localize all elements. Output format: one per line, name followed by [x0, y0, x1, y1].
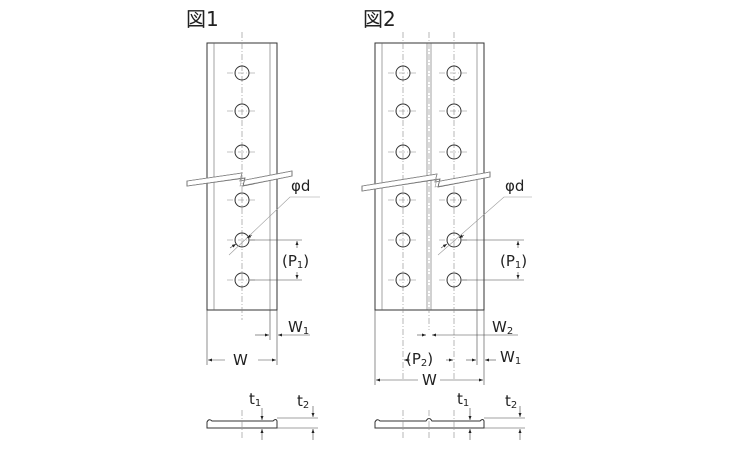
pitch-p1-label: (P1): [500, 252, 527, 271]
thickness-t2-label: t2: [297, 392, 309, 411]
hole: [234, 65, 250, 81]
hole: [446, 65, 462, 81]
hole: [395, 65, 411, 81]
hole-diameter-label: φd: [291, 177, 310, 195]
strip-plate-double: [361, 32, 491, 380]
width-w-label: W: [422, 371, 437, 389]
thickness-t1-label: t1: [457, 390, 469, 409]
figure-1-title: 図1: [186, 7, 219, 31]
hole: [234, 103, 250, 119]
hole-diameter-label: φd: [505, 177, 524, 195]
edge-width-w1-label: W1: [288, 318, 309, 337]
hole: [446, 144, 462, 160]
hole: [234, 144, 250, 160]
hole: [234, 232, 250, 248]
hole: [395, 103, 411, 119]
strip-plate-single: [186, 32, 293, 320]
groove-width-w2-label: W2: [492, 318, 513, 337]
hole: [446, 103, 462, 119]
thickness-t2-label: t2: [505, 392, 517, 411]
hole: [395, 192, 411, 208]
pitch-p1-label: (P1): [282, 252, 309, 271]
pitch-p2-label: (P2): [406, 350, 433, 369]
hole: [395, 272, 411, 288]
figure-2-title: 図2: [363, 7, 396, 31]
hole: [446, 232, 462, 248]
hole: [446, 192, 462, 208]
hole: [446, 272, 462, 288]
edge-width-w1-label: W1: [500, 348, 521, 367]
figure-1: 図1 φd (P1) W1 W: [186, 7, 320, 440]
cross-section-single: t1 t2: [206, 390, 318, 440]
figure-2: 図2 φd (P1) W2 (P2): [361, 7, 532, 440]
hole: [395, 144, 411, 160]
hole: [395, 232, 411, 248]
cross-section-double: t1 t2: [374, 390, 525, 440]
hole: [234, 192, 250, 208]
hole: [234, 272, 250, 288]
width-w-label: W: [233, 351, 248, 369]
thickness-t1-label: t1: [249, 390, 261, 409]
